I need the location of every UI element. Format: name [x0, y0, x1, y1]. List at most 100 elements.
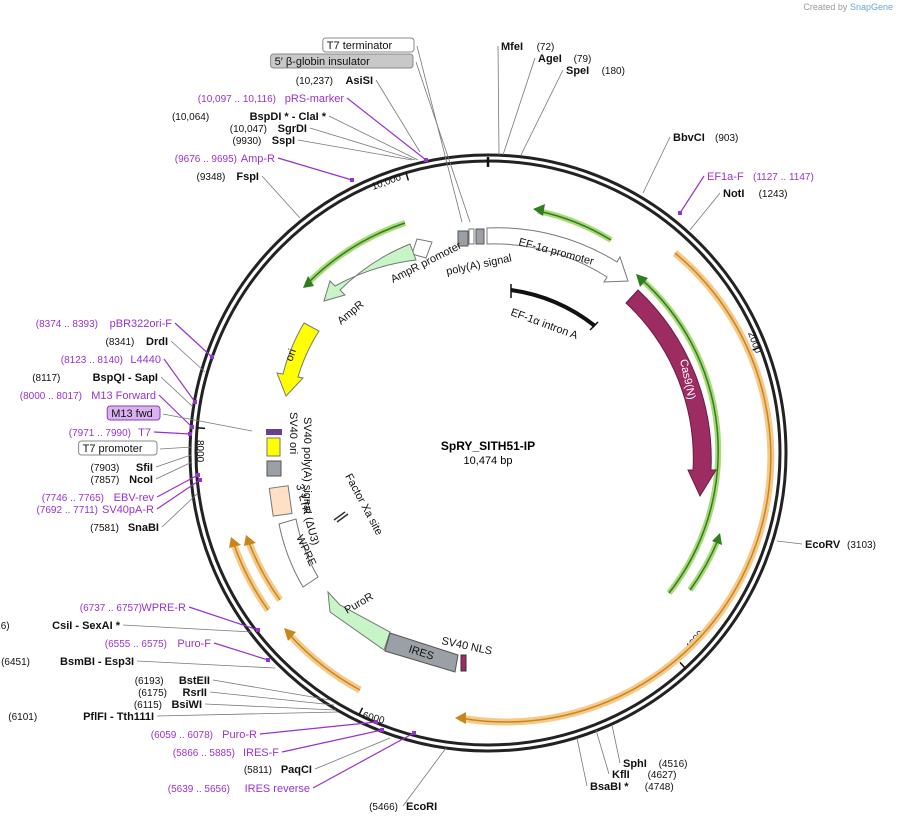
site-name: MfeI	[501, 41, 523, 53]
site-snabi[interactable]: SnaBI(7581)	[90, 492, 199, 534]
site-drdi[interactable]: DrdI(8341)	[105, 336, 206, 373]
site-position: (180)	[602, 66, 625, 77]
site-mfei[interactable]: MfeI(72)	[497, 41, 554, 156]
site-rsrii[interactable]: RsrII(6175)	[138, 687, 335, 706]
site-t7-promoter[interactable]: T7 promoter	[78, 440, 193, 456]
site-position: (7857)	[90, 475, 119, 486]
site-sfii[interactable]: SfiI(7903)	[90, 454, 192, 474]
site-fspi[interactable]: FspI(9348)	[196, 171, 301, 219]
site-sgrdi[interactable]: SgrDI(10,047)	[230, 123, 416, 161]
site-name: T7	[138, 427, 151, 439]
site-ncoi[interactable]: NcoI(7857)	[90, 461, 193, 486]
site-pbr322ori-f[interactable]: pBR322ori-F(8374 .. 8393)	[36, 318, 214, 359]
site-name: DrdI	[146, 336, 168, 348]
site-position: (5866 .. 5885)	[173, 748, 235, 759]
leader-line	[136, 660, 276, 669]
site-name: 5′ β-globin insulator	[275, 56, 371, 68]
orange-arc-bottom-left-line	[287, 632, 361, 691]
site-position: (6175)	[138, 688, 167, 699]
factor-xa-mark	[333, 511, 346, 521]
site-paqci[interactable]: PaqCI(5811)	[244, 737, 391, 776]
site-name: FspI	[236, 171, 259, 183]
backbone-inner	[194, 159, 782, 747]
site-name: WPRE-R	[141, 602, 186, 614]
site-position: (10,097 .. 10,116)	[198, 94, 276, 105]
site-sphi[interactable]: SphI (4516)	[611, 724, 688, 770]
site-name: L4440	[130, 354, 161, 366]
site-name: SphI	[623, 758, 647, 770]
site-ires-reverse[interactable]: IRES reverse(5639 .. 5656)	[168, 731, 416, 795]
site-name: BsaBI *	[590, 781, 629, 793]
site-bsmbi-esp3i[interactable]: BsmBI - Esp3I(6451)	[1, 656, 276, 669]
primer-mark	[424, 158, 428, 162]
site-name: Puro-F	[177, 638, 211, 650]
site-ecorv[interactable]: EcoRV(3103)	[776, 539, 876, 551]
leader-line	[502, 57, 536, 156]
site-name: EcoRV	[805, 539, 841, 551]
site-t7[interactable]: T7(7971 .. 7990)	[69, 427, 192, 439]
leader-line	[297, 139, 413, 161]
site-agei[interactable]: AgeI(79)	[502, 53, 591, 156]
site-puro-r[interactable]: Puro-R(6059 .. 6078)	[151, 720, 378, 741]
site-bsabi[interactable]: BsaBI *(4748)	[576, 737, 674, 793]
site-position: (7746 .. 7765)	[42, 493, 104, 504]
site-name: SspI	[272, 135, 295, 147]
site-bsiwi[interactable]: BsiWI(6115)	[134, 699, 337, 711]
site-noti[interactable]: NotI(1243)	[689, 188, 788, 231]
primer-mark	[193, 400, 197, 404]
site-name: SV40pA-R	[102, 504, 154, 516]
ltr-block	[268, 485, 293, 517]
site-prs-marker[interactable]: pRS-marker(10,097 .. 10,116)	[198, 93, 428, 162]
site-sspi[interactable]: SspI(9930)	[232, 135, 413, 161]
site-m13-forward[interactable]: M13 Forward(8000 .. 8017)	[20, 390, 194, 429]
tick-mark	[679, 661, 686, 669]
label-box	[78, 440, 158, 456]
leader-line	[375, 79, 421, 153]
site-sv40pa-r[interactable]: SV40pA-R(7692 .. 7711)	[36, 478, 202, 516]
primer-mark	[256, 628, 260, 632]
site-ef1a-f[interactable]: EF1a-F(1127 .. 1147)	[678, 171, 814, 215]
site-bspdi-clai[interactable]: BspDI * - ClaI *(10,064)	[172, 111, 419, 161]
leader-line	[188, 606, 259, 631]
cas9-arrow	[625, 289, 717, 498]
site-amp-r[interactable]: Amp-R(9676 .. 9695)	[175, 153, 354, 182]
site-ecori[interactable]: EcoRI(5466)	[369, 747, 447, 813]
leader-line	[204, 703, 337, 711]
site-pflfi-tth111i[interactable]: PflFI - Tth111I(6101)	[8, 711, 339, 723]
site-name: SgrDI	[278, 123, 307, 135]
site-5-globin-insulator[interactable]: 5′ β-globin insulator	[270, 53, 471, 223]
site-bsteii[interactable]: BstEII(6193)	[135, 675, 331, 701]
snapgene-credit: Created by SnapGene	[803, 2, 893, 12]
sv40-polya-block	[266, 460, 282, 477]
site-spei[interactable]: SpeI(180)	[520, 65, 625, 156]
site-l4440[interactable]: L4440(8123 .. 8140)	[61, 354, 197, 404]
site-ires-f[interactable]: IRES-F(5866 .. 5885)	[173, 728, 384, 759]
site-ebv-rev[interactable]: EBV-rev(7746 .. 7765)	[42, 473, 200, 504]
site-csii-sexai[interactable]: CsiI - SexAI *(6626)	[0, 620, 253, 633]
tick-mark	[358, 707, 364, 716]
site-kfli[interactable]: KflI(4627)	[595, 729, 677, 781]
site-name: EF1a-F	[707, 171, 744, 183]
site-asisi[interactable]: AsiSI(10,237)	[296, 75, 421, 153]
site-puro-f[interactable]: Puro-F(6555 .. 6575)	[105, 638, 270, 662]
site-t7-terminator[interactable]: T7 terminator	[322, 37, 463, 223]
site-bbvci[interactable]: BbvCI(903)	[642, 132, 738, 194]
primer-mark	[350, 178, 354, 182]
site-m13-fwd[interactable]: M13 fwd	[106, 405, 253, 432]
leader-line	[155, 454, 192, 468]
site-position: (4516)	[659, 759, 688, 770]
site-position: (7581)	[90, 523, 119, 534]
site-position: (6626)	[0, 621, 10, 632]
site-position: (9676 .. 9695)	[175, 154, 237, 165]
ampr-arrow	[323, 243, 417, 302]
plasmid-size: 10,474 bp	[464, 455, 513, 467]
green-arrowhead-top	[533, 204, 545, 216]
site-bspqi-sapi[interactable]: BspQI - SapI(8117)	[32, 372, 194, 408]
orange-arrowhead-bl	[284, 628, 296, 641]
tick-label: 8000	[194, 440, 205, 463]
site-wpre-r[interactable]: WPRE-R(6737 .. 6757)	[80, 602, 260, 632]
feature-label-puror: PuroR	[343, 591, 376, 617]
site-name: T7 promoter	[83, 443, 143, 455]
site-name: M13 Forward	[91, 390, 156, 402]
